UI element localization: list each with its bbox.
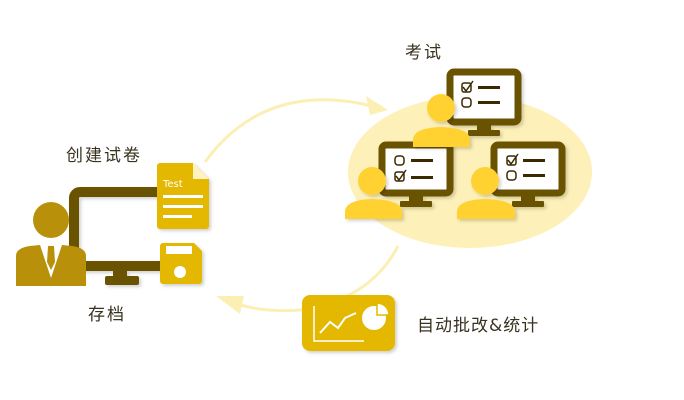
exam-monitor-right [490,141,566,207]
computer-monitor-icon [69,187,160,285]
student-avatar-icon [413,94,470,147]
arrow-create-to-exam [203,96,388,163]
student-avatar-icon [457,167,515,219]
test-document-label: Test [162,179,183,190]
create-exam-label: 创建试卷 [66,146,142,166]
statistics-chart-icon[interactable] [302,295,395,351]
teacher-avatar-icon [16,202,86,286]
auto-grade-statistics-label: 自动批改&统计 [417,316,540,336]
exam-monitor-top [446,68,522,136]
archive-label: 存档 [88,305,126,325]
student-avatar-icon [345,167,402,219]
save-floppy-icon[interactable] [160,243,202,284]
exam-background-ellipse [348,96,592,248]
exam-label: 考试 [405,43,443,63]
test-document-icon[interactable] [157,163,209,229]
